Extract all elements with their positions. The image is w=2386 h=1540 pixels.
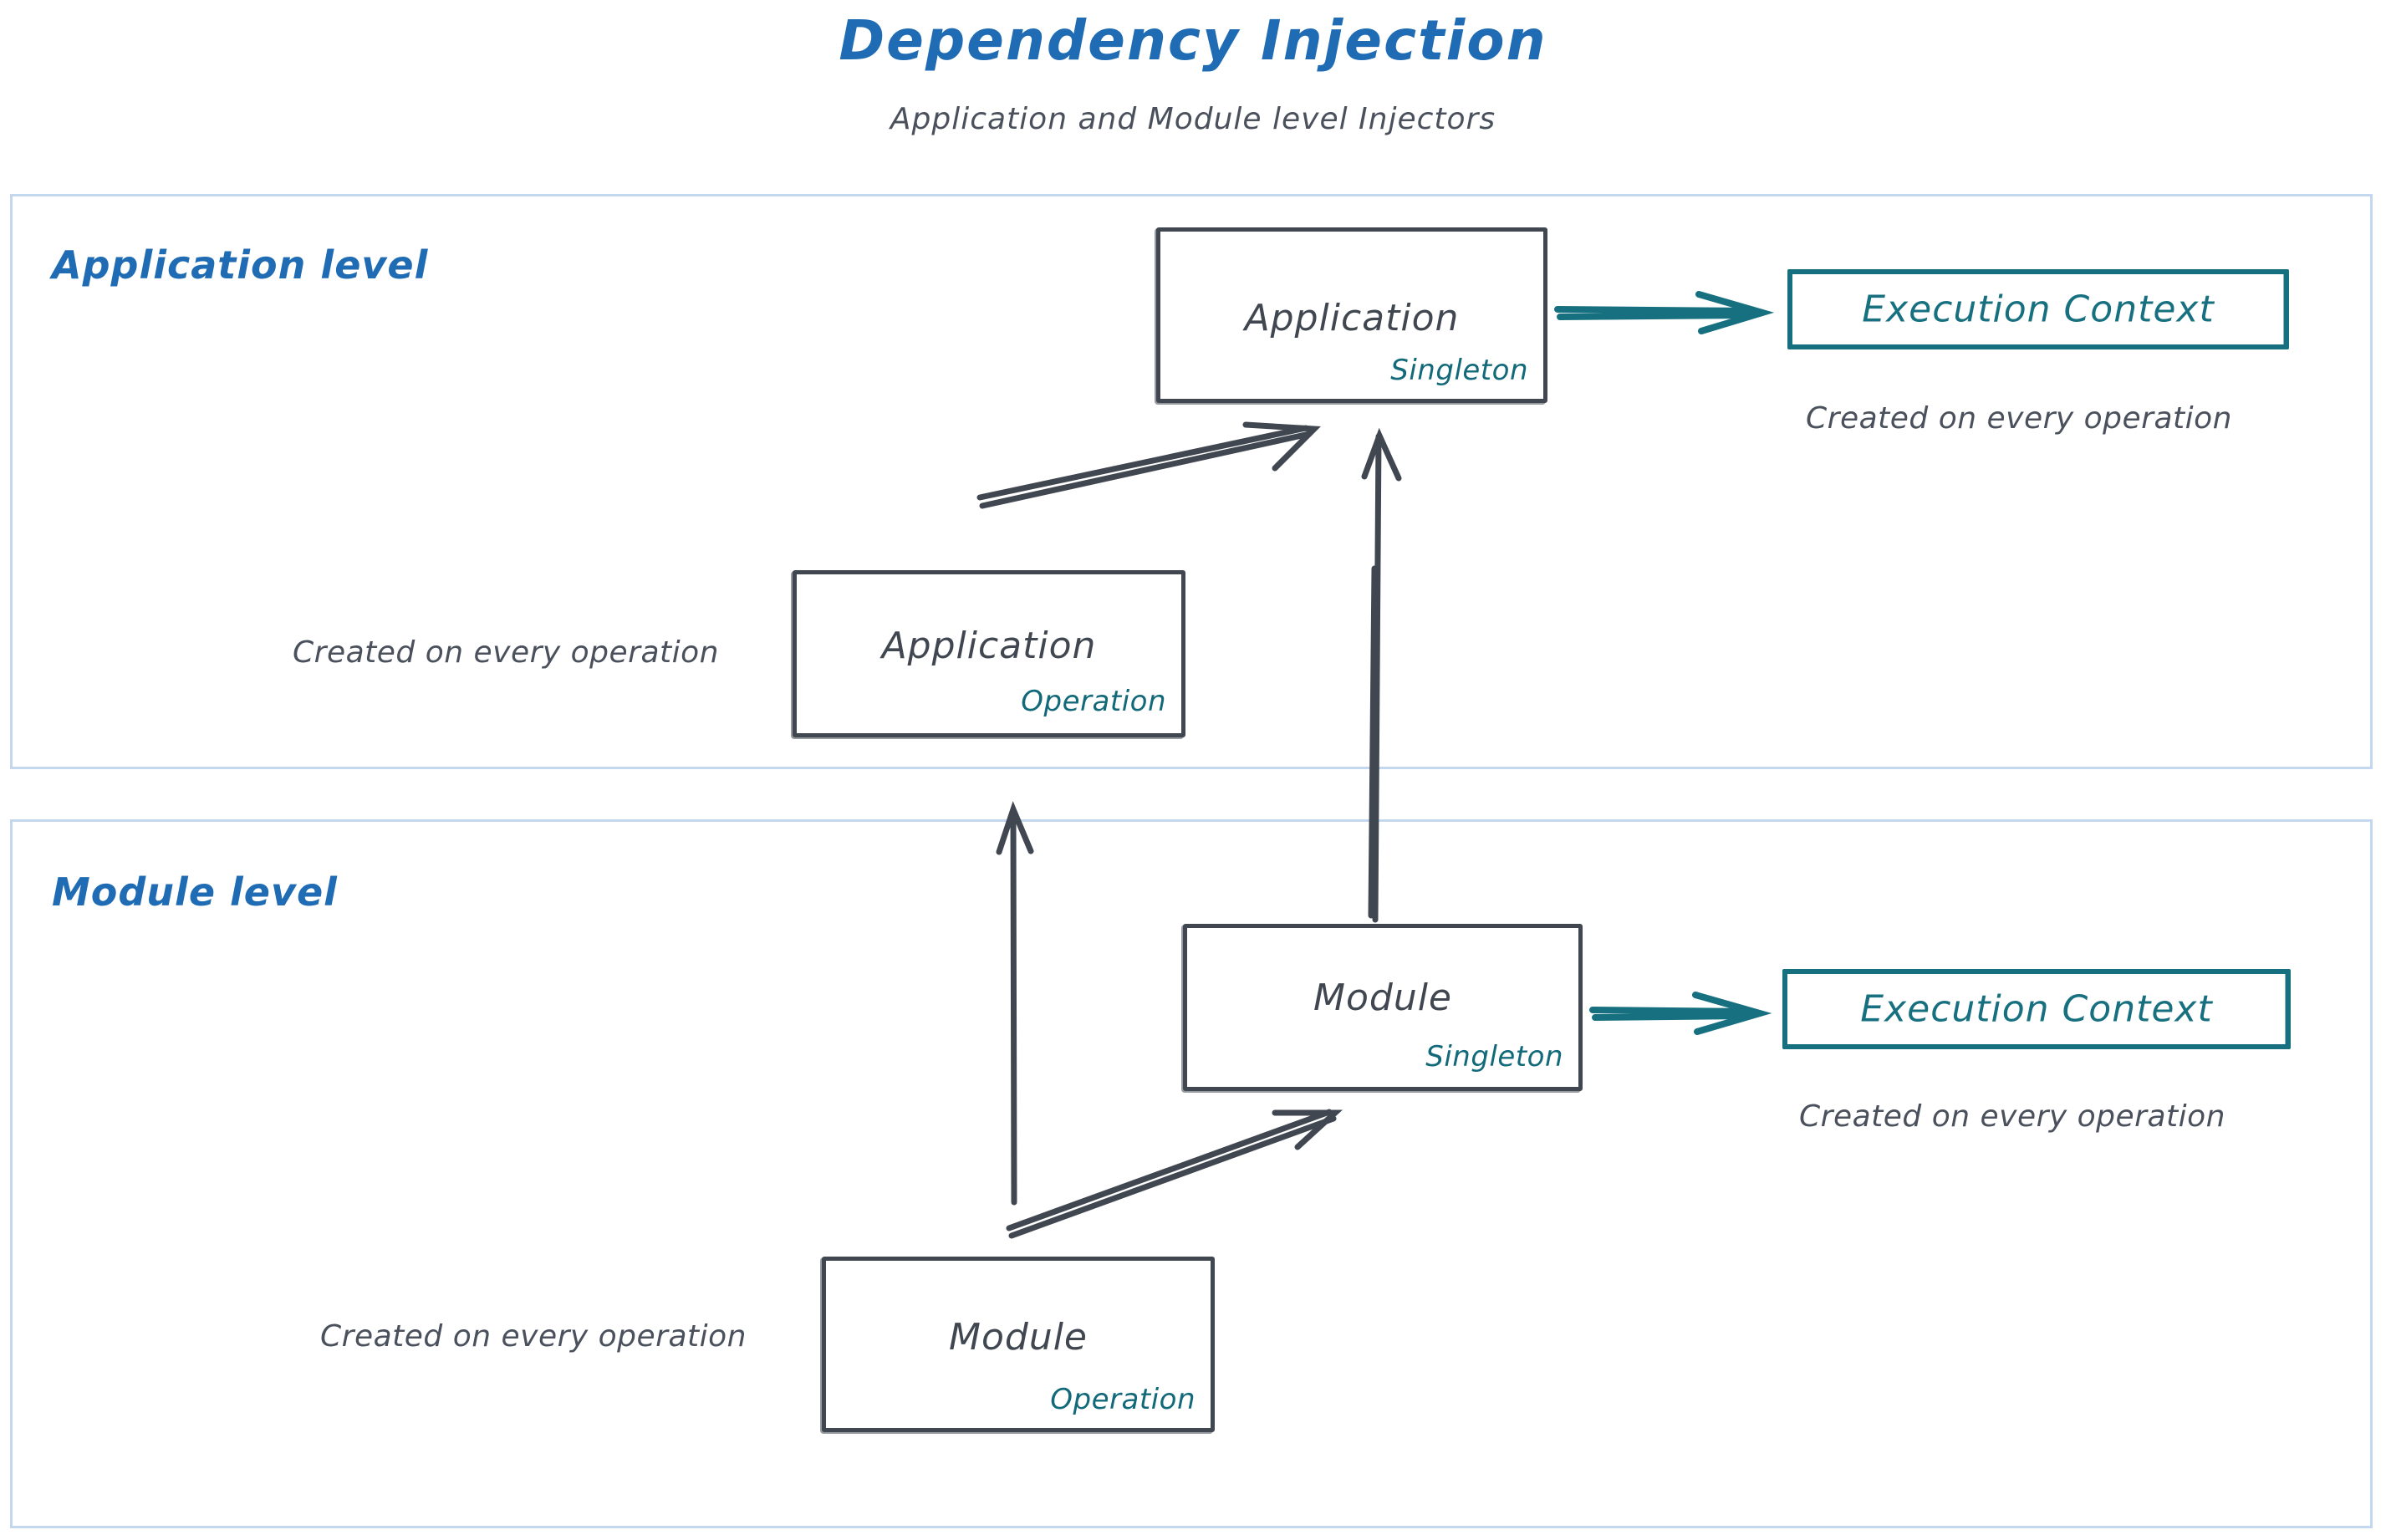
page-subtitle: Application and Module level Injectors: [890, 102, 1496, 136]
box-module-singleton-scope: Singleton: [1425, 1040, 1563, 1073]
box-module-singleton-title: Module: [1313, 977, 1452, 1019]
box-application-singleton[interactable]: Application Singleton: [1155, 227, 1547, 405]
note-execution-context-module: Created on every operation: [1799, 1099, 2225, 1134]
box-execution-context-module[interactable]: Execution Context: [1782, 969, 2291, 1049]
box-module-singleton[interactable]: Module Singleton: [1181, 924, 1583, 1093]
box-application-singleton-title: Application: [1244, 297, 1460, 339]
box-application-operation-scope: Operation: [1021, 685, 1166, 718]
lane-application-level: [10, 194, 2373, 769]
page-title: Dependency Injection: [839, 8, 1547, 73]
note-module-operation: Created on every operation: [320, 1319, 747, 1354]
box-application-operation-title: Application: [881, 625, 1097, 667]
box-application-singleton-scope: Singleton: [1390, 354, 1528, 387]
lane-label-application-level: Application level: [52, 242, 429, 288]
lane-module-level: [10, 819, 2373, 1528]
box-application-operation[interactable]: Application Operation: [791, 570, 1185, 739]
note-application-operation: Created on every operation: [293, 635, 719, 670]
box-module-operation[interactable]: Module Operation: [820, 1257, 1215, 1434]
box-execution-context-module-label: Execution Context: [1860, 987, 2213, 1031]
box-module-operation-title: Module: [949, 1316, 1088, 1359]
note-execution-context-application: Created on every operation: [1806, 401, 2232, 436]
box-module-operation-scope: Operation: [1050, 1383, 1196, 1416]
box-execution-context-application[interactable]: Execution Context: [1787, 269, 2289, 349]
lane-label-module-level: Module level: [52, 869, 338, 915]
box-execution-context-application-label: Execution Context: [1862, 288, 2215, 331]
